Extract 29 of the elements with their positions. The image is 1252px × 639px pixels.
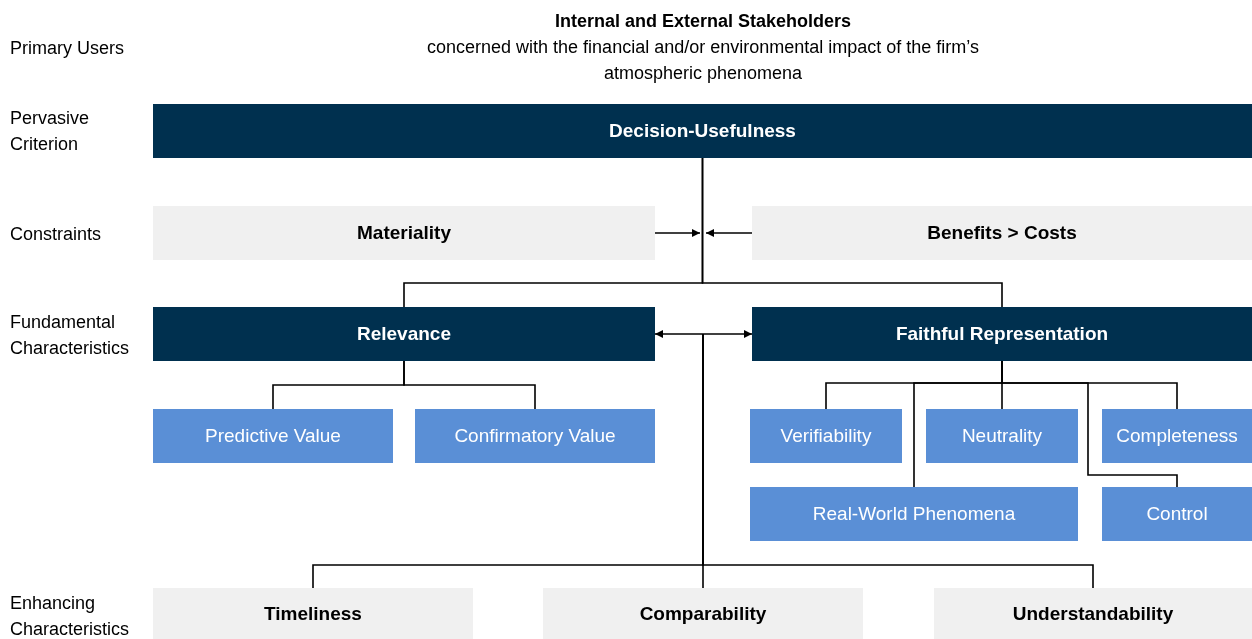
connector-line	[403, 360, 536, 410]
row-label: Enhancing Characteristics	[10, 592, 131, 639]
attribute-box: Completeness	[1102, 409, 1252, 463]
constraint-box: Materiality	[153, 206, 655, 260]
characteristic-box: Faithful Representation	[752, 307, 1252, 361]
attribute-box: Confirmatory Value	[415, 409, 655, 463]
connector-line	[701, 157, 1003, 308]
arrow	[654, 330, 753, 338]
enhancing-box: Comparability	[543, 588, 863, 639]
row-label: Fundamental Characteristics	[10, 311, 131, 360]
arrow	[705, 229, 753, 237]
criterion-bar: Decision-Usefulness	[153, 104, 1252, 158]
attribute-box: Verifiability	[750, 409, 902, 463]
constraint-box: Benefits > Costs	[752, 206, 1252, 260]
row-label: Primary Users	[10, 37, 125, 60]
attribute-box: Predictive Value	[153, 409, 393, 463]
heading-text: Internal and External Stakeholders	[553, 10, 853, 33]
enhancing-box: Timeliness	[153, 588, 473, 639]
attribute-box: Real-World Phenomena	[750, 487, 1078, 541]
enhancing-box: Understandability	[934, 588, 1252, 639]
subheading-text: concerned with the financial and/or environmental impact of the firm’s atmospheric phenomena	[426, 36, 980, 85]
connector-line	[702, 333, 1094, 589]
arrow	[654, 229, 701, 237]
connector-line	[1001, 360, 1178, 488]
row-label: Pervasive Criterion	[10, 107, 91, 156]
attribute-box: Control	[1102, 487, 1252, 541]
row-label: Constraints	[10, 223, 103, 246]
characteristic-box: Relevance	[153, 307, 655, 361]
attribute-box: Neutrality	[926, 409, 1078, 463]
